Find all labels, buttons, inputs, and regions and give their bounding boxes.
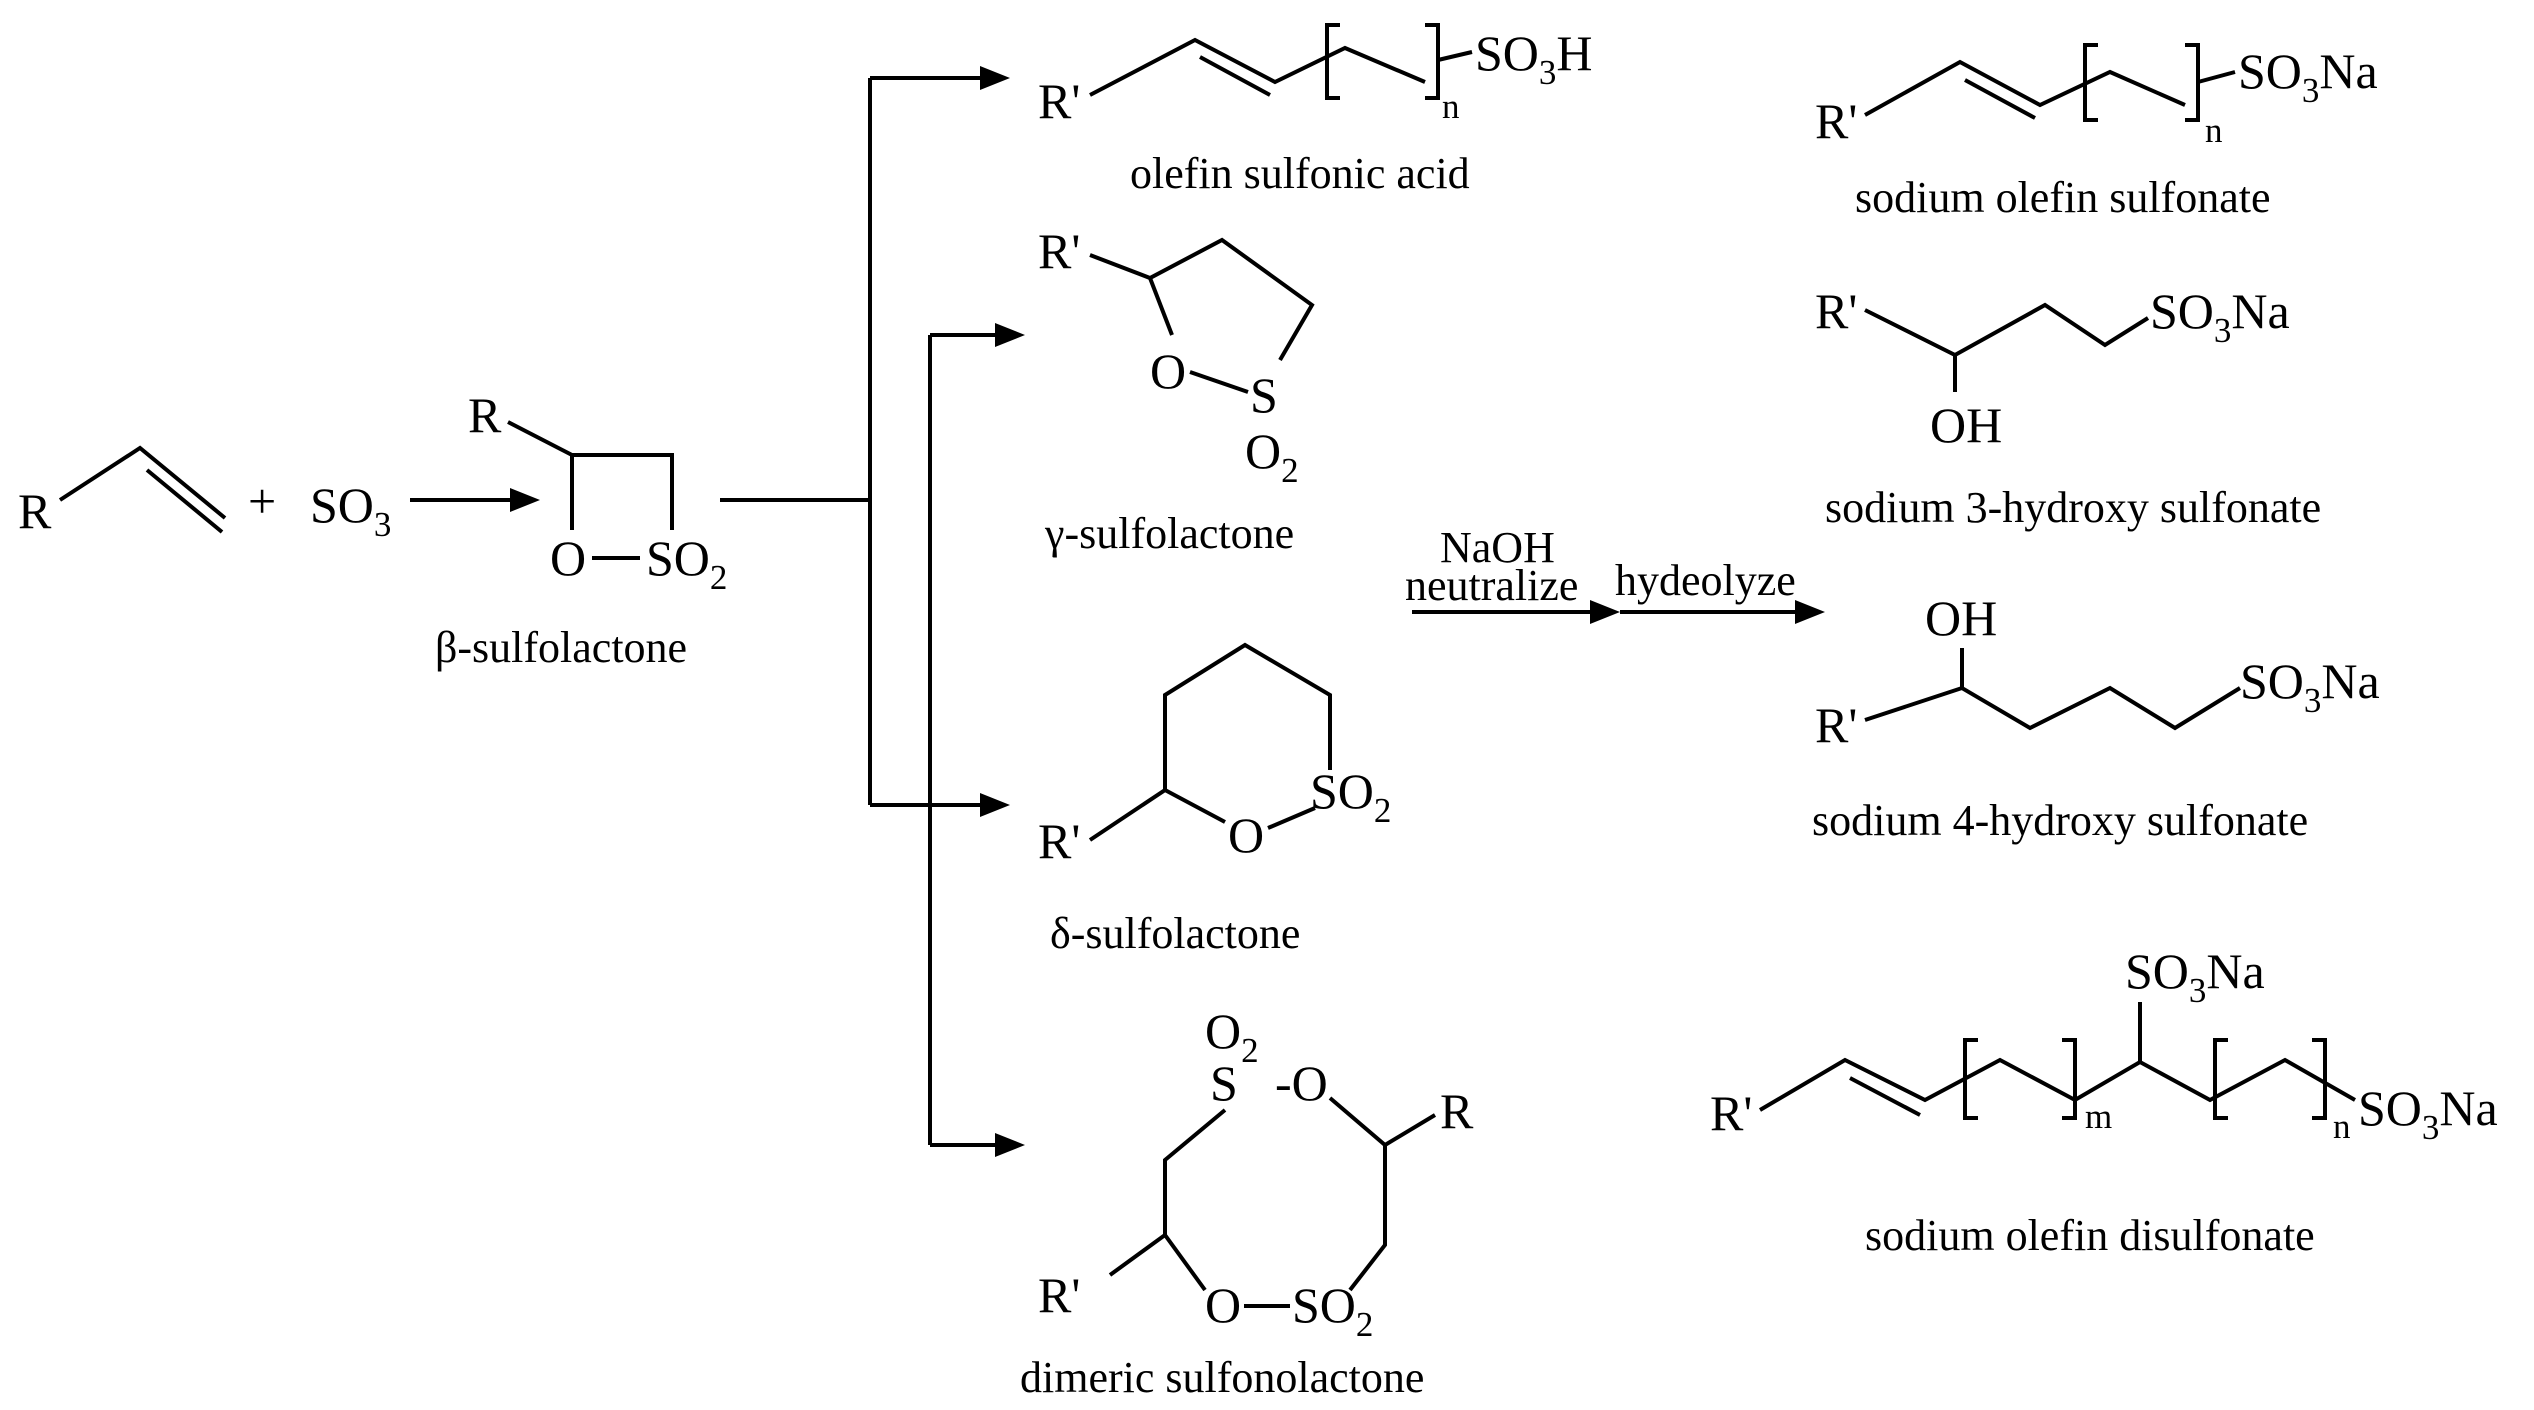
gamma-caption: γ-sulfolactone xyxy=(1044,509,1294,558)
aos-repeat-n: n xyxy=(2205,111,2223,150)
h4-caption: sodium 4-hydroxy sulfonate xyxy=(1812,796,2308,845)
h3-r-label: R' xyxy=(1815,283,1857,339)
di-caption: sodium olefin disulfonate xyxy=(1865,1211,2315,1260)
arrow-to-beta xyxy=(410,488,540,512)
delta-caption: δ-sulfolactone xyxy=(1050,909,1300,958)
aos-s-bond xyxy=(2197,70,2236,84)
beta-so2-label: SO2 xyxy=(646,530,727,597)
di-bracket-n-right xyxy=(2312,1038,2327,1120)
acid-s-bond xyxy=(1437,50,1473,62)
arrow-to-olefin-acid xyxy=(980,66,1010,90)
di-top-so3na-label: SO3Na xyxy=(2125,943,2265,1010)
dimer-r-label: R xyxy=(1440,1083,1474,1139)
arrow-to-dimer xyxy=(995,1133,1025,1157)
sodium-3-hydroxy-sulfonate: R' OH SO3Na sodium 3-hydroxy sulfonate xyxy=(1815,283,2321,532)
di-chain xyxy=(1758,1057,2356,1112)
aos-bracket-right xyxy=(2185,43,2200,122)
h4-chain xyxy=(1864,685,2242,731)
delta-r-label: R' xyxy=(1038,813,1080,869)
condition-hydeolyze: hydeolyze xyxy=(1615,556,1796,605)
h4-oh-label: OH xyxy=(1925,590,1997,646)
dimer-r-prime-label: R' xyxy=(1038,1267,1080,1323)
gamma-ring-upper xyxy=(1089,237,1315,362)
gamma-s-label: S xyxy=(1250,367,1278,423)
h3-so3na-label: SO3Na xyxy=(2150,283,2290,350)
dimer-o-top-label: -O xyxy=(1275,1055,1328,1111)
dimer-right-lower xyxy=(1348,1145,1387,1292)
h4-r-label: R' xyxy=(1815,697,1857,753)
condition-neutralize: neutralize xyxy=(1405,561,1578,610)
h3-oh-label: OH xyxy=(1930,397,2002,453)
aos-bracket-left xyxy=(2083,43,2098,122)
dimer-left-upper xyxy=(1108,1108,1227,1277)
sodium-4-hydroxy-sulfonate: OH R' SO3Na sodium 4-hydroxy sulfonate xyxy=(1812,590,2380,845)
acid-repeat-n: n xyxy=(1442,87,1460,126)
di-double-bond xyxy=(1849,1076,1921,1117)
acid-r-label: R' xyxy=(1038,73,1080,129)
acid-bracket-right xyxy=(1425,23,1440,100)
so3-reactant: SO3 xyxy=(310,477,391,544)
beta-caption: β-sulfolactone xyxy=(435,623,687,672)
delta-ring-os xyxy=(1267,806,1316,830)
gamma-o-label: O xyxy=(1150,343,1186,399)
di-end-so3na-label: SO3Na xyxy=(2358,1080,2498,1147)
olefin-reactant: R xyxy=(18,445,227,539)
di-repeat-m: m xyxy=(2085,1097,2112,1136)
delta-o-label: O xyxy=(1228,807,1264,863)
di-bracket-n-left xyxy=(2213,1038,2228,1120)
delta-so2-label: SO2 xyxy=(1310,763,1391,830)
dimer-o2-label: O2 xyxy=(1205,1003,1259,1070)
gamma-o2-label: O2 xyxy=(1245,423,1299,490)
di-r-label: R' xyxy=(1710,1085,1752,1141)
beta-ring-top xyxy=(572,453,674,530)
h4-so3na-label: SO3Na xyxy=(2240,653,2380,720)
sodium-olefin-sulfonate: R' n SO3Na sodium olefin sulfonate xyxy=(1815,43,2378,222)
h3-chain xyxy=(1864,302,2150,358)
dimer-so2-label: SO2 xyxy=(1292,1277,1373,1344)
beta-r-label: R xyxy=(468,387,502,443)
delta-ring-co xyxy=(1164,788,1226,824)
dimer-s-label: S xyxy=(1210,1055,1238,1111)
acid-caption: olefin sulfonic acid xyxy=(1130,149,1470,198)
aos-double-bond xyxy=(1964,78,2036,120)
aos-so3na-label: SO3Na xyxy=(2238,43,2378,110)
dimeric-sulfonolactone: O2 S -O R R' O SO2 dimeric sulfonolacton… xyxy=(1020,1003,1474,1402)
plus-sign: + xyxy=(248,473,276,529)
di-bracket-m-right xyxy=(2062,1038,2077,1120)
dimer-caption: dimeric sulfonolactone xyxy=(1020,1353,1424,1402)
aos-chain xyxy=(1864,59,2186,117)
sodium-olefin-disulfonate: SO3Na R' m n SO3Na sodium olefin disulfo… xyxy=(1710,943,2498,1260)
dimer-left-lower xyxy=(1163,1233,1207,1292)
gamma-sulfolactone: R' O S O2 γ-sulfolactone xyxy=(1038,223,1315,558)
arrow-to-gamma xyxy=(995,323,1025,347)
di-bracket-m-left xyxy=(1963,1038,1978,1120)
gamma-ring-left xyxy=(1148,277,1174,336)
delta-ring-upper xyxy=(1088,642,1332,842)
olefin-double-bond xyxy=(145,468,224,534)
acid-double-bond xyxy=(1199,55,1271,97)
gamma-ring-os xyxy=(1189,370,1249,394)
olefin-sulfonic-acid: R' n SO3H olefin sulfonic acid xyxy=(1038,23,1593,198)
acid-so3h-label: SO3H xyxy=(1475,25,1593,92)
delta-sulfolactone: R' O SO2 δ-sulfolactone xyxy=(1038,642,1391,958)
acid-bracket-left xyxy=(1325,23,1340,100)
dimer-right-upper xyxy=(1328,1096,1437,1148)
beta-o-label: O xyxy=(550,530,586,586)
acid-chain xyxy=(1089,37,1426,97)
h3-caption: sodium 3-hydroxy sulfonate xyxy=(1825,483,2321,532)
beta-sulfolactone: R O SO2 β-sulfolactone xyxy=(435,387,727,672)
aos-r-label: R' xyxy=(1815,93,1857,149)
olefin-bonds xyxy=(58,445,227,520)
aos-caption: sodium olefin sulfonate xyxy=(1855,173,2271,222)
arrow-to-delta xyxy=(980,793,1010,817)
conditions: NaOH neutralize hydeolyze xyxy=(1405,523,1825,624)
olefin-r-label: R xyxy=(18,483,52,539)
condition-naoh: NaOH xyxy=(1440,523,1555,572)
beta-r-bond xyxy=(507,420,573,457)
branch-arrows xyxy=(720,66,1025,1157)
gamma-r-label: R' xyxy=(1038,223,1080,279)
di-repeat-n: n xyxy=(2333,1107,2351,1146)
dimer-o-bottom-label: O xyxy=(1205,1277,1241,1333)
